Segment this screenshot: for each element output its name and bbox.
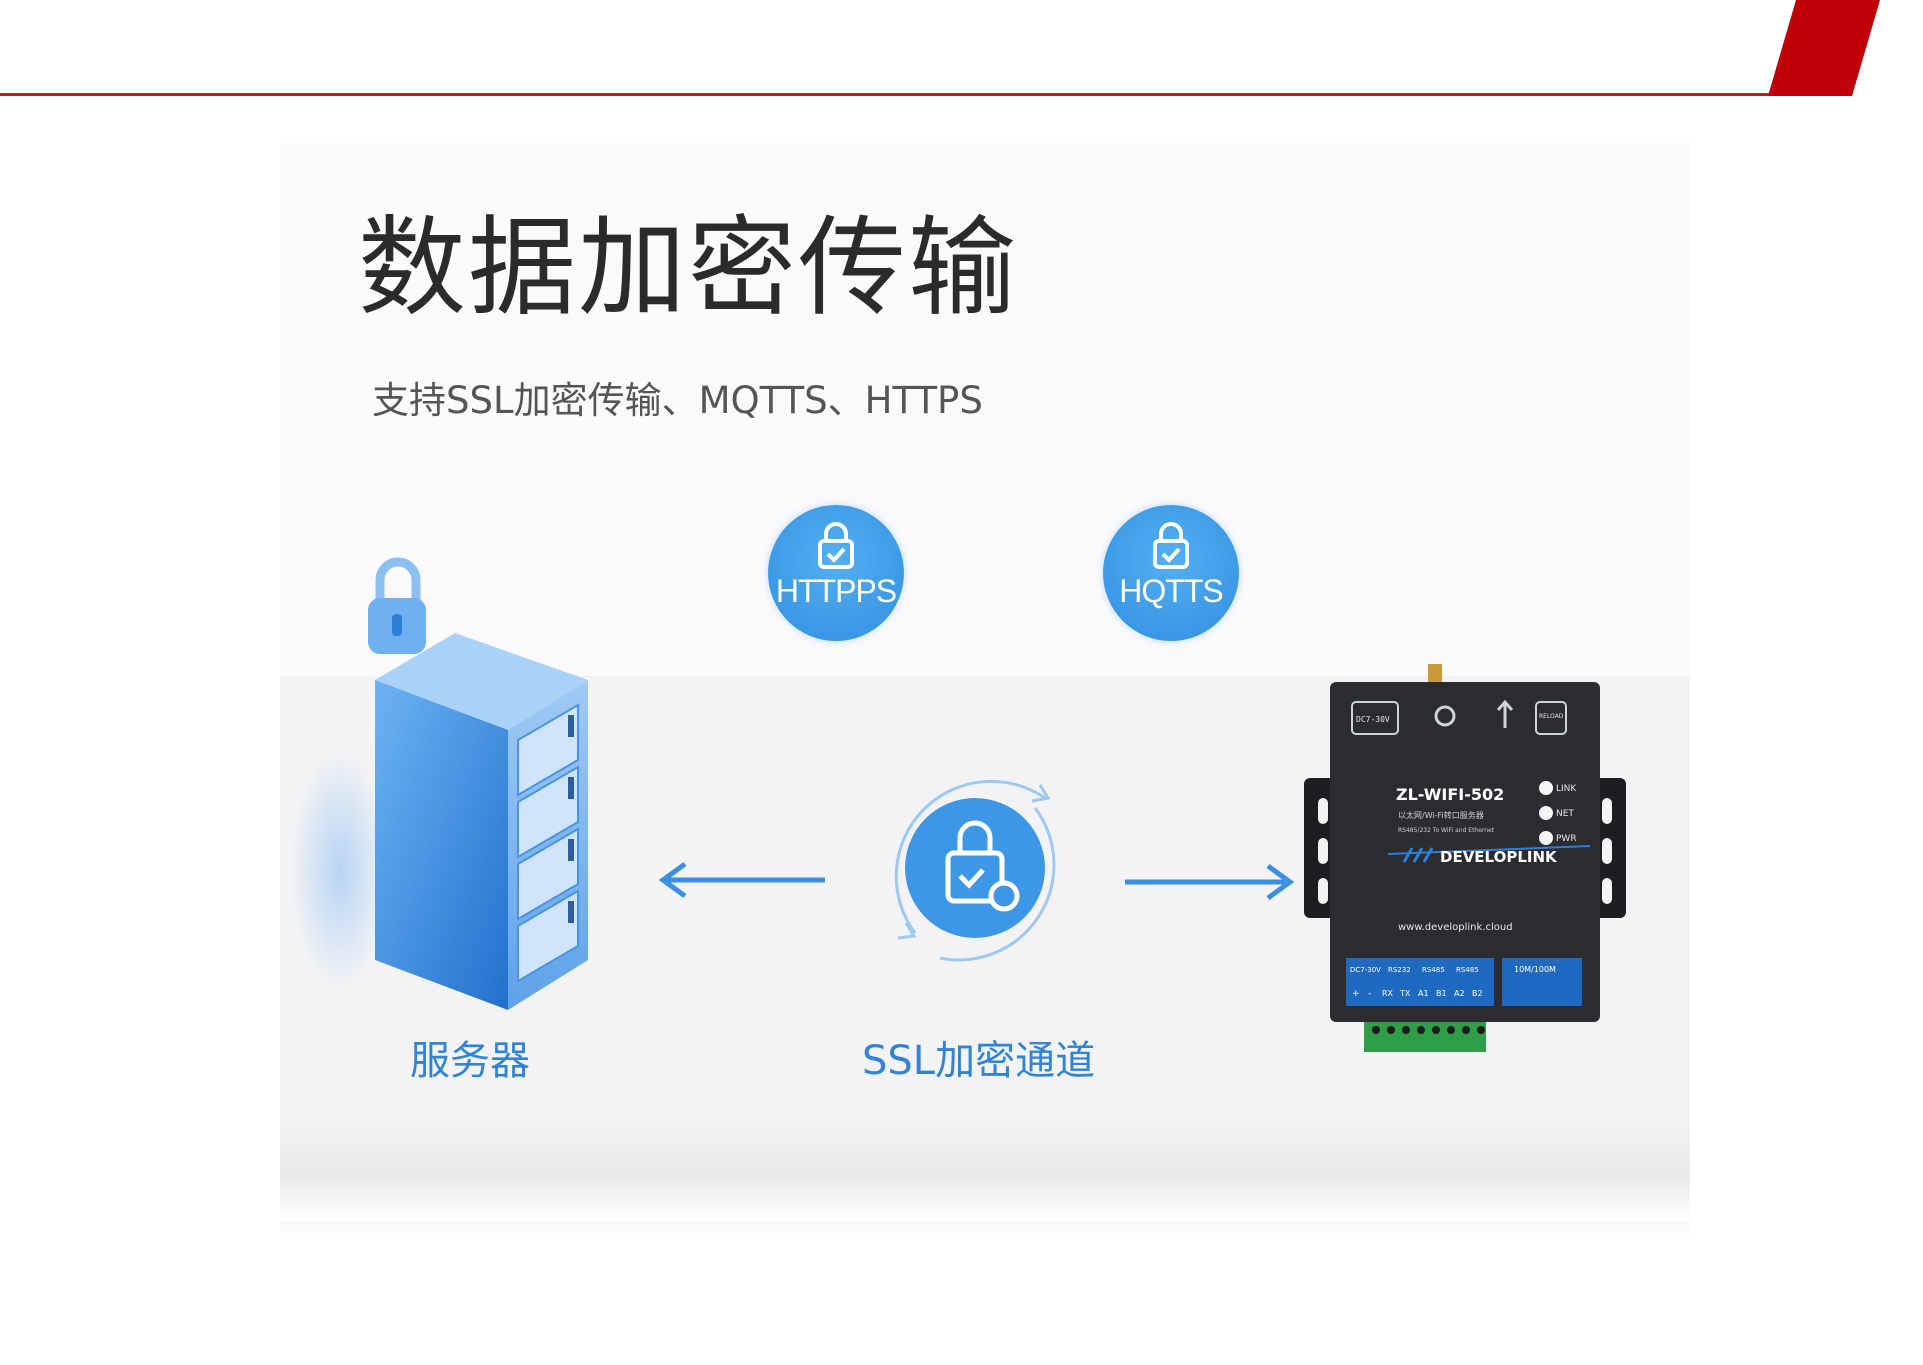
terminal-b2: B2 [1472, 989, 1483, 998]
channel-label: SSL加密通道 [862, 1038, 1096, 1084]
led-net-label: NET [1556, 809, 1574, 819]
eth-port-label: 10M/100M [1514, 965, 1556, 974]
terminal-rx: RX [1382, 989, 1394, 998]
port-header-power: DC7-30V [1350, 966, 1381, 974]
header-accent [1768, 0, 1880, 96]
terminal-plus: + [1352, 989, 1360, 999]
server-label: 服务器 [410, 1038, 530, 1084]
https-badge-label: HTTPPS [775, 573, 897, 609]
device-model: ZL-WIFI-502 [1396, 785, 1504, 804]
lock-check-icon [1153, 522, 1189, 569]
device-power-label: DC7-30V [1356, 715, 1390, 724]
terminal-minus: - [1368, 989, 1371, 999]
port-header-rs485-1: RS485 [1422, 966, 1445, 974]
https-badge: HTTPPS [768, 505, 904, 641]
mqtts-badge: HQTTS [1103, 505, 1239, 641]
lock-gear-icon [945, 820, 1020, 912]
page-title: 数据加密传输 [358, 206, 1019, 331]
arrow-left-icon [658, 861, 825, 899]
device-image: DC7-30V RELOAD ZL-WIFI-502 以太网/Wi-Fi转口服务… [1304, 664, 1626, 1052]
terminal-b1: B1 [1436, 989, 1447, 998]
device-reload-label: RELOAD [1539, 713, 1564, 720]
arrow-right-icon [1125, 863, 1295, 901]
server-rack-icon [290, 557, 588, 1010]
lock-check-icon [818, 522, 854, 569]
terminal-a2: A2 [1454, 989, 1465, 998]
led-link-label: LINK [1556, 784, 1577, 794]
page-subtitle: 支持SSL加密传输、MQTTS、HTTPS [372, 379, 983, 422]
device-brand: DEVELOPLINK [1440, 848, 1558, 866]
led-pwr-label: PWR [1556, 834, 1577, 844]
ssl-channel-icon [894, 779, 1056, 962]
device-desc-en: RS485/232 To WiFi and Ethernet [1398, 827, 1495, 834]
terminal-a1: A1 [1418, 989, 1429, 998]
port-header-rs232: RS232 [1388, 966, 1411, 974]
device-desc: 以太网/Wi-Fi转口服务器 [1398, 810, 1484, 820]
terminal-tx: TX [1399, 989, 1411, 998]
port-header-rs485-2: RS485 [1456, 966, 1479, 974]
mqtts-badge-label: HQTTS [1119, 573, 1223, 609]
header-rule [0, 93, 1800, 96]
device-url: www.developlink.cloud [1398, 922, 1513, 933]
